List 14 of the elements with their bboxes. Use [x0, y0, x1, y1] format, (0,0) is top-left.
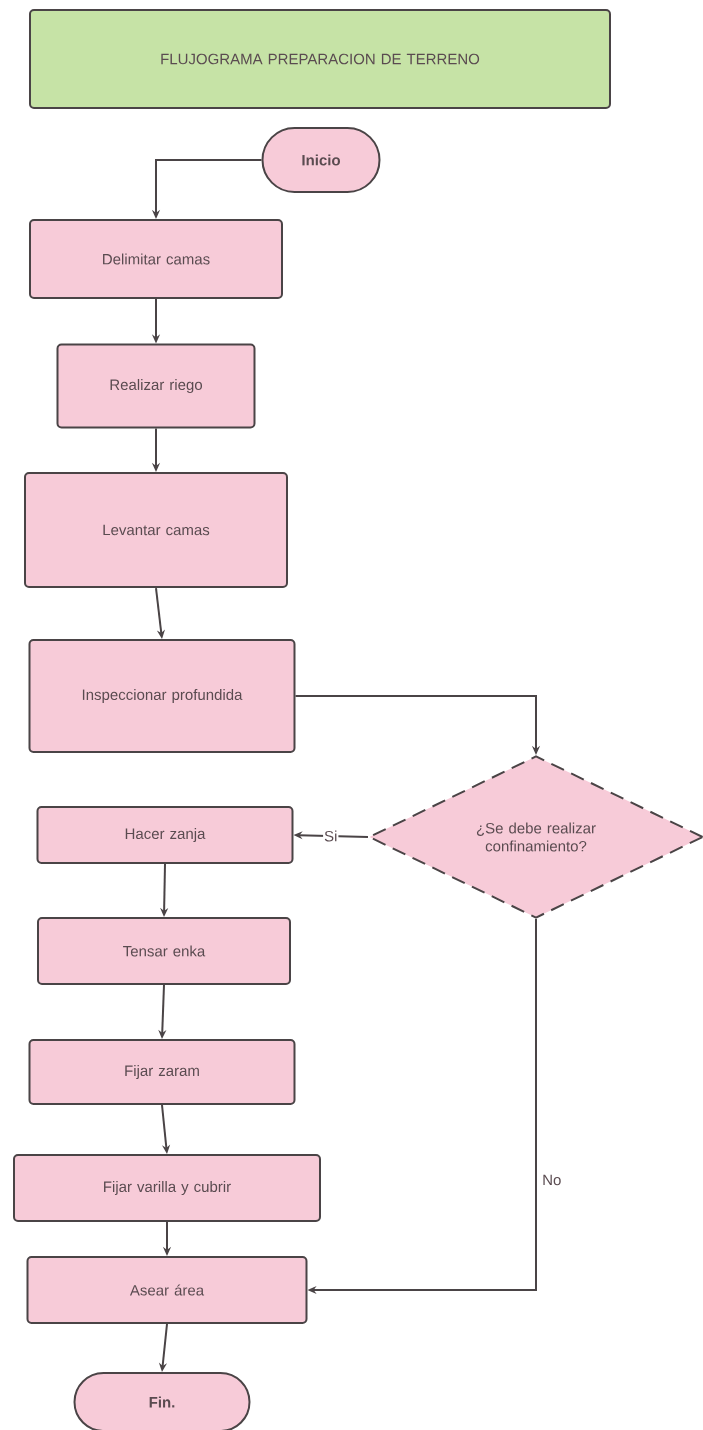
- process-box: Fijar varilla y cubrir: [13, 1154, 321, 1222]
- process-box: Delimitar camas: [29, 219, 283, 299]
- process-box: Asear área: [26, 1256, 308, 1324]
- title-box: FLUJOGRAMA PREPARACION DE TERRENO: [29, 9, 611, 109]
- process-box: Tensar enka: [37, 917, 291, 985]
- process-box: Fijar zaram: [28, 1039, 296, 1105]
- process-box: Realizar riego: [56, 343, 256, 429]
- terminal-box: Inicio: [261, 127, 381, 193]
- edge-label: No: [540, 1172, 564, 1188]
- process-box: Inspeccionar profundida: [28, 639, 296, 753]
- process-box: Levantar camas: [24, 472, 288, 588]
- edge-label: Si: [323, 829, 339, 843]
- process-box: Hacer zanja: [36, 806, 294, 864]
- terminal-box: Fin.: [73, 1372, 251, 1430]
